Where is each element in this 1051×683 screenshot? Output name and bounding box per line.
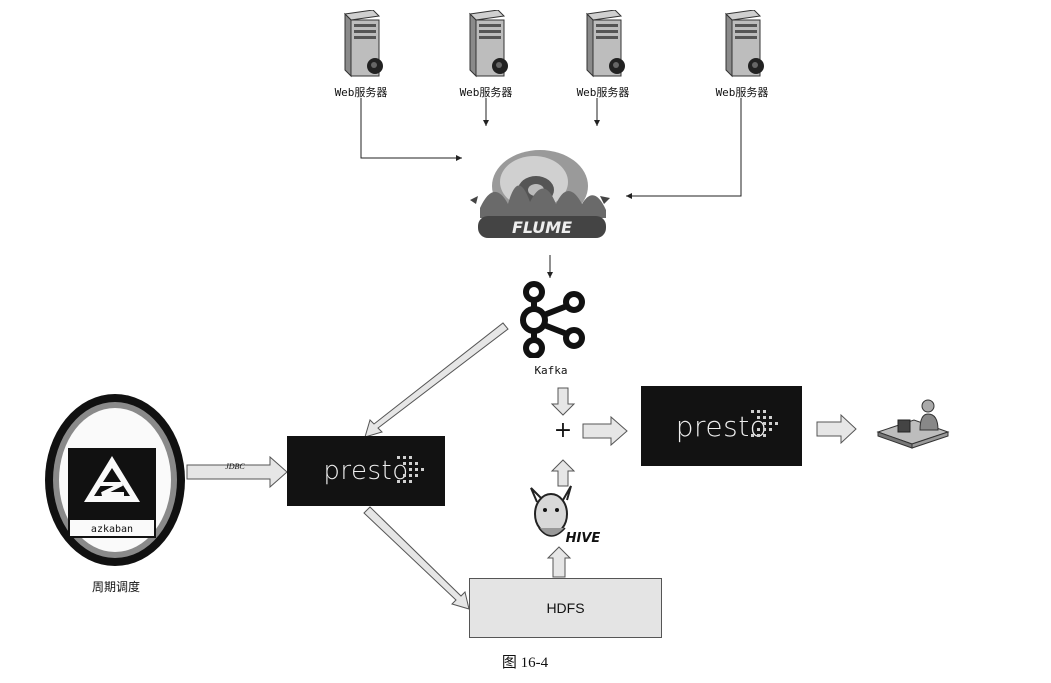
connector-server1-flume [360,98,462,161]
azkaban-logo: azkaban [45,394,185,566]
web-server-1: Web服务器 [321,9,401,100]
hdfs-label: HDFS [546,600,585,616]
hdfs-storage: HDFS [469,578,662,638]
flume-logo: FLUME [470,150,610,238]
server-label: Web服务器 [459,86,513,99]
presto-wordmark: presto [323,456,409,486]
server-icon [724,9,764,78]
server-label: Web服务器 [334,86,388,99]
arrow-presto-hdfs [363,506,470,610]
kafka-label: Kafka [534,364,568,377]
merge-plus: + [553,418,573,443]
hive-logo: HIVE [530,485,601,546]
web-server-3: Web服务器 [563,9,643,100]
jdbc-label: JDBC [225,462,245,471]
azkaban-wordmark: azkaban [91,524,133,535]
figure-caption: 图 16-4 [501,655,549,671]
arrow-hive-plus [550,459,576,487]
presto-query-engine: presto [287,436,445,506]
web-server-2: Web服务器 [446,9,526,100]
web-server-4: Web服务器 [702,9,782,100]
server-icon [343,9,383,78]
arrow-jdbc [186,455,288,489]
arrow-presto-user [816,413,857,445]
server-label: Web服务器 [576,86,630,99]
user-workstation-icon [876,399,950,449]
arrow-kafka-plus [550,387,576,416]
azkaban-caption: 周期调度 [91,580,140,594]
presto-dots-icon [397,456,424,483]
hive-wordmark: HIVE [566,531,601,546]
arrow-hdfs-hive [546,546,572,578]
server-label: Web服务器 [715,86,769,99]
kafka-logo [520,281,585,358]
server-icon [585,9,625,78]
connector-server4-flume [626,98,742,199]
presto-dots-icon [751,410,778,437]
presto-result-engine: presto [641,386,802,466]
server-icon [468,9,508,78]
arrow-kafka-presto [364,322,509,438]
arrow-plus-presto [582,415,628,447]
flume-wordmark: FLUME [512,218,572,237]
